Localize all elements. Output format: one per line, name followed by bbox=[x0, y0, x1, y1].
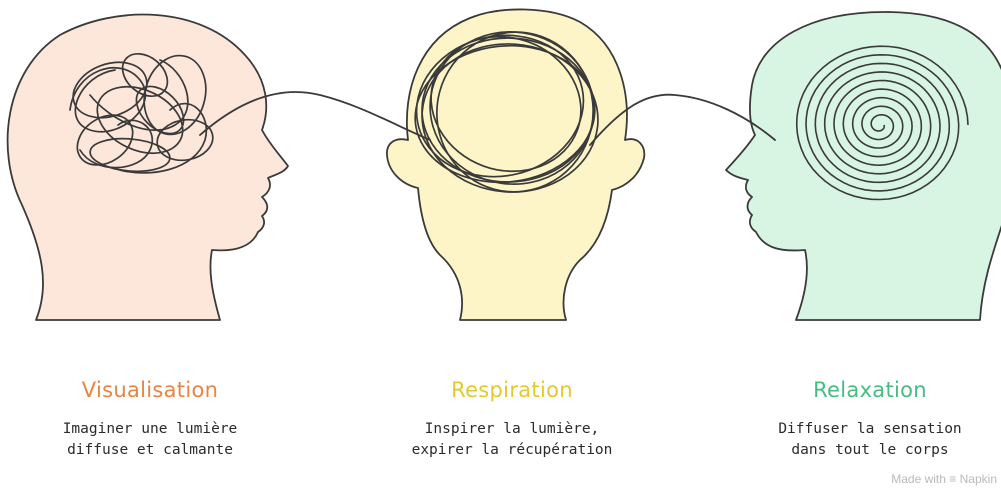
watermark-prefix: Made with bbox=[891, 472, 946, 486]
stage-description-line: diffuse et calmante bbox=[67, 442, 233, 458]
stage-description-line: expirer la récupération bbox=[411, 442, 613, 458]
stage-description-visualisation: Imaginer une lumière diffuse et calmante bbox=[0, 419, 300, 461]
stage-description-line: Imaginer une lumière bbox=[62, 421, 238, 437]
stage-description-respiration: Inspirer la lumière, expirer la récupéra… bbox=[362, 419, 662, 461]
connector-1-2 bbox=[199, 91, 431, 141]
stage-description-line: Diffuser la sensation bbox=[778, 421, 962, 437]
watermark-brand: Napkin bbox=[959, 472, 997, 486]
connector-2-3 bbox=[589, 93, 776, 146]
stage-title-relaxation: Relaxation bbox=[813, 378, 927, 402]
connector-lines bbox=[199, 91, 776, 146]
stage-description-line: Inspirer la lumière, bbox=[424, 421, 600, 437]
made-with-napkin-watermark: Made with ≡ Napkin bbox=[891, 472, 997, 486]
head-relaxation bbox=[725, 11, 1001, 321]
stage-title-respiration: Respiration bbox=[451, 378, 573, 402]
stage-title-visualisation: Visualisation bbox=[81, 378, 219, 402]
spiral-icon bbox=[795, 45, 969, 201]
head-visualisation bbox=[6, 13, 289, 321]
head-respiration bbox=[386, 8, 646, 321]
napkin-logo-icon: ≡ bbox=[949, 472, 957, 486]
circle-scribble-icon bbox=[414, 31, 599, 193]
stage-description-relaxation: Diffuser la sensation dans tout le corps bbox=[720, 419, 1001, 461]
stage-description-line: dans tout le corps bbox=[791, 442, 949, 458]
tangled-scribble-icon bbox=[69, 52, 214, 174]
